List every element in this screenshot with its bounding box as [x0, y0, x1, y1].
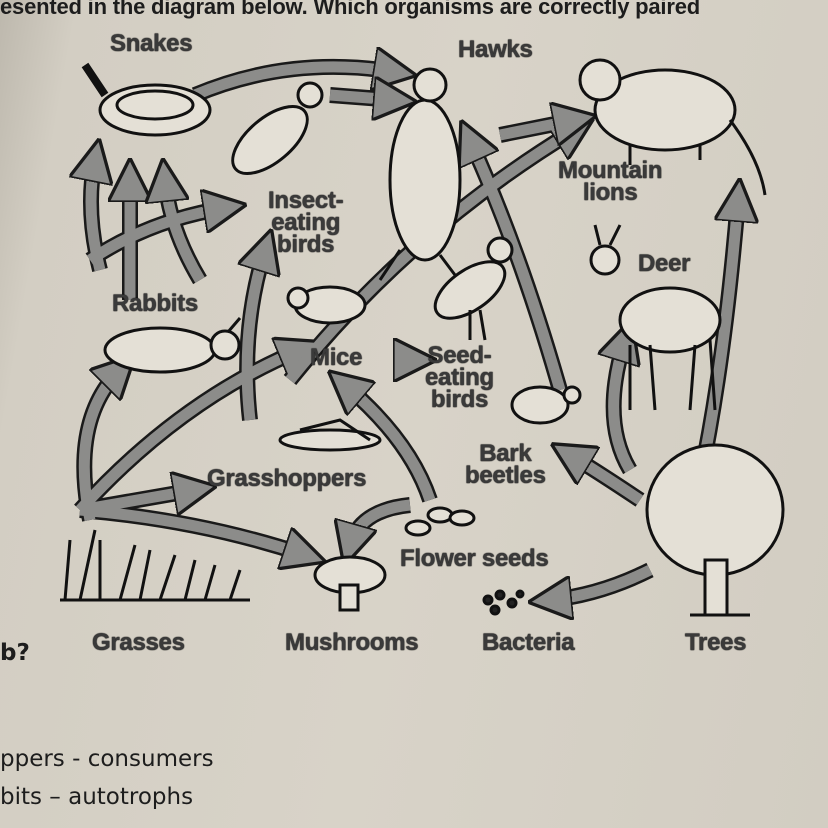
label-bark-beetles: Bark beetles	[465, 440, 546, 489]
label-mountain-lions: Mountain lions	[558, 157, 663, 206]
bacteria-icon	[482, 589, 525, 616]
insect-eating-bird-icon	[231, 81, 324, 175]
deer-icon	[589, 224, 722, 411]
label-line: lions	[582, 179, 638, 206]
label-line: Seed-	[427, 342, 492, 369]
label-line: Insect-	[268, 187, 344, 214]
snake-icon	[81, 62, 212, 137]
tree-icon	[645, 443, 785, 617]
label-deer: Deer	[638, 250, 691, 277]
mushroom-icon	[313, 555, 387, 612]
bark-beetle-icon	[510, 385, 582, 425]
label-seed-eating-birds: Seed- eating birds	[425, 342, 494, 413]
seed-eating-bird-icon	[433, 236, 514, 341]
arrows	[80, 67, 738, 600]
label-flower-seeds: Flower seeds	[400, 545, 549, 572]
label-insect-eating-birds: Insect- eating birds	[268, 187, 344, 258]
label-mushrooms: Mushrooms	[285, 629, 419, 656]
label-hawks: Hawks	[458, 36, 533, 63]
label-line: beetles	[465, 462, 546, 489]
label-line: birds	[277, 231, 335, 258]
rabbit-icon	[103, 317, 242, 374]
label-line: Mountain	[558, 157, 663, 184]
hawk-icon	[378, 67, 462, 281]
question-end-line: b?	[0, 640, 30, 666]
mountain-lion-icon	[578, 58, 767, 196]
grasshopper-icon	[278, 418, 382, 452]
label-mice: Mice	[310, 344, 363, 371]
answer-option-a[interactable]: ppers - consumers	[0, 746, 214, 772]
label-line: Bark	[479, 440, 532, 467]
label-line: birds	[430, 386, 489, 413]
label-trees: Trees	[685, 629, 747, 656]
label-grasses: Grasses	[92, 629, 185, 656]
label-snakes: Snakes	[110, 30, 193, 57]
label-grasshoppers: Grasshoppers	[207, 465, 367, 492]
flower-seeds-icon	[404, 506, 476, 537]
label-line: eating	[425, 364, 494, 391]
label-bacteria: Bacteria	[482, 629, 575, 656]
label-line: eating	[271, 209, 341, 236]
question-top-line: esented in the diagram below. Which orga…	[0, 0, 700, 19]
answer-option-b[interactable]: bits – autotrophs	[0, 784, 194, 810]
label-rabbits: Rabbits	[112, 290, 198, 317]
grasses-icon	[60, 529, 250, 602]
mouse-icon	[286, 285, 367, 325]
